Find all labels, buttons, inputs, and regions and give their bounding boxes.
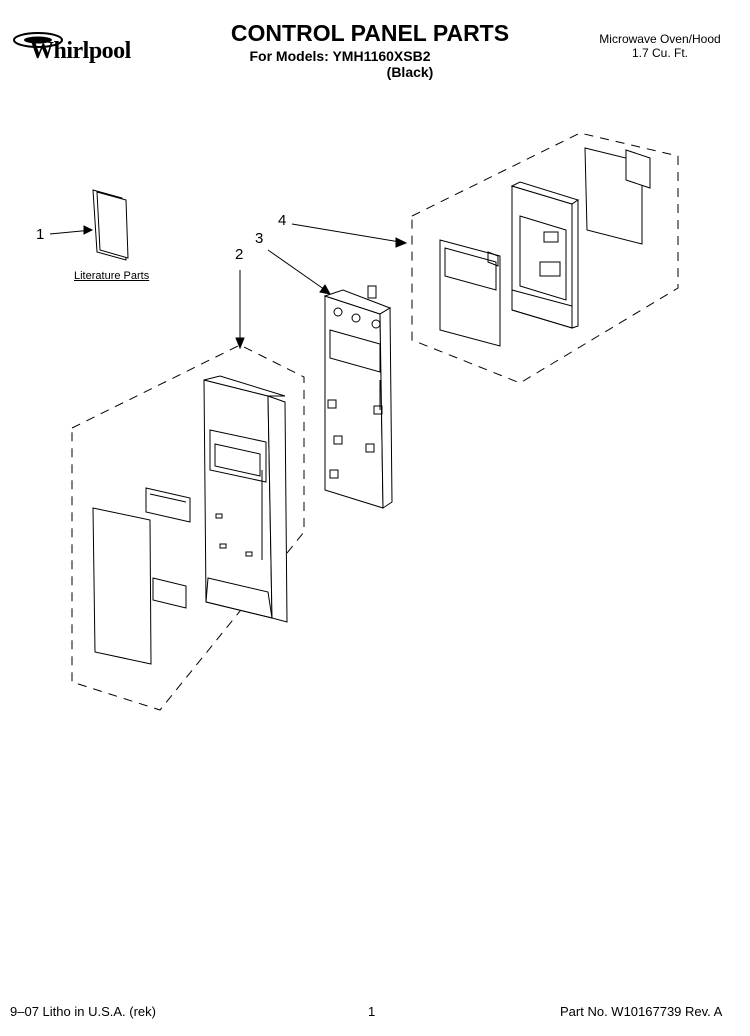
literature-parts-label: Literature Parts	[74, 270, 150, 282]
keypad-overlay	[92, 507, 152, 665]
literature-parts-booklet	[49, 189, 129, 261]
model-color: (Black)	[386, 64, 434, 80]
page-title: CONTROL PANEL PARTS	[230, 20, 510, 46]
part-number: Part No. W10167739 Rev. A	[560, 1004, 723, 1019]
brand-name: Whirlpool	[30, 38, 131, 64]
part-4-group-outline	[411, 132, 679, 384]
callout-3: 3	[255, 230, 264, 247]
control-panel-front	[203, 375, 288, 623]
display-window	[145, 487, 191, 523]
product-description: Microwave Oven/Hood 1.7 Cu. Ft.	[590, 32, 730, 60]
control-panel-frame	[267, 249, 393, 509]
model-numbers: For Models: YMH1160XSB2	[249, 48, 431, 64]
callout-2: 2	[235, 246, 244, 263]
insulator-sheet	[584, 147, 651, 245]
control-circuit-board	[439, 239, 501, 347]
page-number: 1	[368, 1004, 376, 1019]
litho-info: 9–07 Litho in U.S.A. (rek)	[10, 1004, 156, 1019]
control-mounting-bracket	[510, 181, 580, 329]
product-capacity: 1.7 Cu. Ft.	[631, 46, 689, 60]
callout-4: 4	[278, 212, 287, 229]
callout-1: 1	[36, 226, 45, 243]
whirlpool-logo-icon	[13, 32, 63, 48]
keypad-tail	[152, 577, 187, 609]
product-type: Microwave Oven/Hood	[599, 32, 721, 46]
